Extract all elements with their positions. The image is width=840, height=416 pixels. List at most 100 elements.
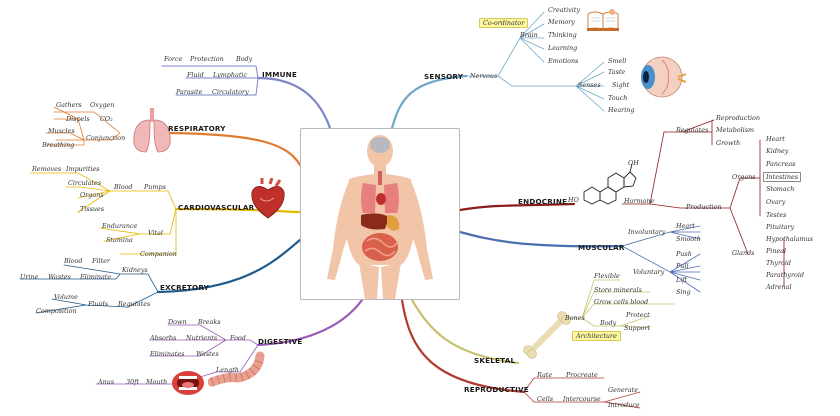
endocrine-parathyroid: Parathyroid [766, 271, 805, 279]
excretory-kidneys: Kidneys [122, 266, 148, 274]
endocrine-main-branch [458, 202, 576, 212]
excretory-blood: Blood [64, 257, 83, 265]
cardiovascular-impurities: Impurities [66, 165, 100, 173]
endocrine-kidney: Kidney [766, 147, 789, 155]
digestive-wastes: Wastes [196, 350, 219, 358]
skeletal-sub-branches [563, 279, 675, 329]
sensory-nervous: Nervous [470, 72, 498, 80]
skeletal-support: Support [624, 324, 651, 332]
cardiovascular-vital: Vital [148, 229, 163, 237]
endocrine-thyroid: Thyroid [766, 259, 792, 267]
muscular-involuntary: Involuntary [628, 228, 666, 236]
muscular-sing: Sing [676, 288, 691, 296]
digestive-food: Food [230, 334, 246, 342]
reproductive-main-branch [400, 298, 526, 394]
cardiovascular-removes: Removes [32, 165, 62, 173]
bone-icon [523, 311, 571, 359]
muscular-main-branch [458, 230, 624, 248]
skeletal-bones: Bones [565, 314, 585, 322]
cardiovascular-organs: Organs [80, 191, 104, 199]
muscular-title: MUSCULAR [578, 243, 625, 252]
sensory-sight: Sight [612, 81, 630, 89]
heart-icon [251, 178, 285, 219]
steroid-molecule-icon [583, 163, 637, 205]
sensory-emotions: Emotions [548, 57, 579, 65]
skeletal-grow-cells-blood: Grow cells blood [594, 298, 649, 306]
skeletal-body: Body [600, 319, 617, 327]
muscular-sub-branches [621, 225, 701, 293]
immune-lymphatic: Lymphatic [213, 71, 248, 79]
respiratory-muscles: Muscles [48, 127, 75, 135]
endocrine-heart: Heart [766, 135, 785, 143]
reproductive-introduce: Introduce [608, 401, 640, 409]
digestive-down: Down [168, 318, 187, 326]
lungs-icon [133, 108, 171, 153]
sensory-main-branch [390, 74, 468, 130]
digestive-absorbs: Absorbs [150, 334, 177, 342]
immune-force: Force [164, 55, 183, 63]
endocrine-pineal: Pineal [766, 247, 787, 255]
reproductive-cells: Cells [537, 395, 554, 403]
respiratory-title: RESPIRATORY [168, 124, 226, 133]
endocrine-intestines: Intestines [763, 172, 802, 182]
digestive-nutrients: Nutrients [186, 334, 218, 342]
excretory-fluids: Fluids [88, 300, 109, 308]
open-book-icon [587, 9, 619, 31]
endocrine-regulates: Regulates [676, 126, 709, 134]
cardiovascular-blood: Blood [114, 183, 133, 191]
endocrine-pituitary: Pituitary [766, 223, 795, 231]
excretory-composition: Composition [36, 307, 77, 315]
digestive-mouth: Mouth [146, 378, 168, 386]
respiratory-conjunction: Conjunction [86, 134, 126, 142]
sensory-smell: Smell [608, 57, 627, 65]
cardiovascular-circulates: Circulates [68, 179, 102, 187]
center-body-image [300, 128, 460, 300]
reproductive-generate: Generate [608, 386, 638, 394]
excretory-regulates: Regulates [118, 300, 151, 308]
endocrine-title: ENDOCRINE [518, 197, 568, 206]
excretory-sub-branches [19, 264, 159, 314]
digestive-main-branch [256, 298, 364, 347]
digestive-eliminates: Eliminates [150, 350, 185, 358]
sensory-senses: Senses [578, 81, 601, 89]
immune-sub-branches [161, 65, 259, 96]
immune-title: IMMUNE [262, 70, 297, 79]
sensory-coordinator: Co-ordinator [479, 18, 529, 28]
skeletal-store-minerals: Store minerals [594, 286, 642, 294]
excretory-volume: Volume [54, 293, 78, 301]
sensory-thinking: Thinking [548, 31, 577, 39]
sensory-brain: Brain [520, 31, 538, 39]
immune-parasite: Parasite [176, 88, 203, 96]
reproductive-procreate: Procreate [566, 371, 598, 379]
respiratory-co2: CO₂ [100, 115, 113, 123]
digestive-sub-branches [95, 324, 259, 385]
endocrine-metabolism: Metabolism [716, 126, 755, 134]
cardiovascular-stamina: Stamina [106, 236, 133, 244]
reproductive-intercourse: Intercourse [563, 395, 601, 403]
intestine-tube-icon [208, 351, 265, 387]
skeletal-title: SKELETAL [474, 356, 516, 365]
endocrine-hormone: Hormone [624, 197, 655, 205]
muscular-heart: Heart [676, 222, 695, 230]
respiratory-dispels: Dispels [66, 115, 90, 123]
endocrine-growth: Growth [716, 139, 741, 147]
respiratory-main-branch [166, 131, 302, 167]
sensory-learning: Learning [548, 44, 578, 52]
mouth-icon [172, 371, 204, 395]
excretory-eliminate: Eliminate [80, 273, 112, 281]
digestive-anus: Anus [98, 378, 115, 386]
endocrine-ho: HO [568, 196, 579, 204]
immune-main-branch [256, 76, 332, 130]
sensory-sub-branches [465, 11, 605, 112]
cardiovascular-endurance: Endurance [102, 222, 138, 230]
digestive-30ft: 30ft [126, 378, 140, 386]
immune-fluid: Fluid [187, 71, 204, 79]
skeletal-architecture: Architecture [572, 331, 621, 341]
eye-icon [641, 56, 686, 98]
sensory-taste: Taste [608, 68, 626, 76]
excretory-wastes: Wastes [48, 273, 71, 281]
endocrine-ovary: Ovary [766, 198, 786, 206]
respiratory-breathing: Breathing [42, 141, 75, 149]
reproductive-title: REPRODUCTIVE [464, 385, 529, 394]
